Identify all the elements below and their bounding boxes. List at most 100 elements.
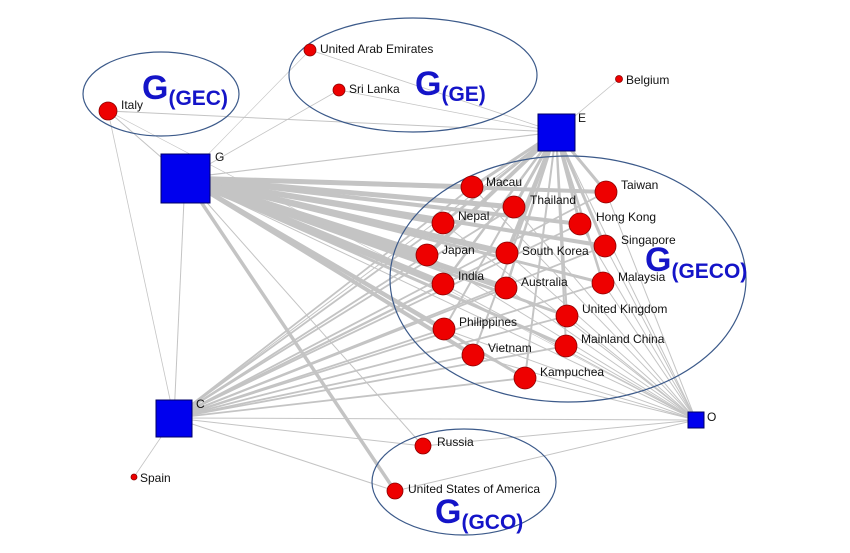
- country-philippines-node: [432, 317, 456, 341]
- edge-e-c: [173, 131, 557, 419]
- country-nepal-node: [431, 211, 455, 235]
- group-gec-outline: [82, 51, 240, 137]
- country-thailand-label: Thailand: [530, 193, 576, 207]
- country-vietnam-node: [461, 343, 485, 367]
- edge-c-india: [173, 283, 444, 419]
- edge-c-kampuchea: [173, 377, 526, 419]
- country-srilanka-node: [332, 83, 346, 97]
- country-uk-node: [555, 304, 579, 328]
- edge-g-e: [184, 131, 557, 179]
- country-australia-node: [494, 276, 518, 300]
- country-taiwan-label: Taiwan: [621, 178, 658, 192]
- edge-o-philippines: [443, 328, 697, 421]
- edge-e-philippines: [443, 131, 557, 330]
- edge-e-japan: [425, 130, 558, 257]
- group-label-layer: G(GEC) G(GE) G(GECO) G(GCO): [142, 65, 747, 534]
- group-geco-label: G(GECO): [645, 241, 747, 283]
- country-nepal-label: Nepal: [458, 209, 489, 223]
- country-spain-label: Spain: [140, 471, 171, 485]
- edge-c-japan: [173, 254, 428, 419]
- edge-c-philippines: [173, 328, 445, 419]
- country-india-node: [431, 272, 455, 296]
- country-kampuchea-label: Kampuchea: [540, 365, 604, 379]
- edge-g-o: [184, 177, 697, 421]
- node-layer: G E C O United Arab Emirates Sri Lanka I…: [98, 42, 716, 500]
- edge-o-malaysia: [602, 282, 697, 421]
- edge-g-c: [173, 177, 186, 419]
- edge-c-malaysia: [173, 282, 604, 419]
- country-russia-label: Russia: [437, 435, 474, 449]
- group-gco-label: G(GCO): [435, 493, 523, 534]
- edge-c-macau: [173, 186, 473, 419]
- country-srilanka-label: Sri Lanka: [349, 82, 400, 96]
- country-usa-label: United States of America: [408, 482, 540, 496]
- country-malaysia-label: Malaysia: [618, 270, 666, 284]
- edge-o-macau: [471, 186, 697, 421]
- group-outline-layer: [82, 17, 747, 536]
- country-taiwan-node: [594, 180, 618, 204]
- edge-g-russia: [184, 177, 424, 447]
- country-singapore-node: [593, 234, 617, 258]
- country-italy-node: [98, 101, 118, 121]
- country-macau-node: [460, 175, 484, 199]
- hub-o-node: [687, 411, 705, 429]
- edge-e-uae: [309, 49, 557, 133]
- edge-o-usa: [394, 419, 697, 492]
- country-southkorea-label: South Korea: [522, 244, 589, 258]
- edge-e-malaysia: [554, 131, 605, 284]
- country-uk-label: United Kingdom: [582, 302, 667, 316]
- country-mainlandchina-label: Mainland China: [581, 332, 665, 346]
- group-ge-label: G(GE): [415, 65, 486, 106]
- country-macau-label: Macau: [486, 175, 522, 189]
- edge-e-vietnam: [472, 131, 557, 356]
- group-gec-label: G(GEC): [142, 69, 228, 110]
- country-india-label: India: [458, 269, 484, 283]
- edge-c-russia: [173, 417, 424, 447]
- country-vietnam-label: Vietnam: [488, 341, 532, 355]
- group-ge-outline: [288, 17, 538, 133]
- country-usa-node: [386, 482, 404, 500]
- country-japan-label: Japan: [442, 243, 475, 257]
- hub-c-node: [155, 399, 193, 438]
- country-belgium-label: Belgium: [626, 73, 669, 87]
- edge-c-o: [173, 417, 697, 421]
- edge-o-southkorea: [506, 252, 697, 421]
- edge-c-uk: [173, 315, 568, 419]
- country-hongkong-label: Hong Kong: [596, 210, 656, 224]
- country-kampuchea-node: [513, 366, 537, 390]
- edge-o-vietnam: [472, 354, 697, 421]
- edge-g-taiwan: [184, 176, 607, 194]
- hub-e-node: [537, 113, 576, 152]
- country-malaysia-node: [591, 271, 615, 295]
- hub-g-node: [160, 153, 211, 204]
- edge-o-singapore: [604, 245, 697, 421]
- country-australia-label: Australia: [521, 275, 568, 289]
- edge-o-thailand: [513, 206, 697, 421]
- country-hongkong-node: [568, 212, 592, 236]
- group-geco-outline: [389, 155, 747, 403]
- edge-o-mainlandchina: [565, 345, 697, 421]
- edge-e-italy: [107, 110, 557, 133]
- country-italy-label: Italy: [121, 98, 143, 112]
- country-thailand-node: [502, 195, 526, 219]
- country-japan-node: [415, 243, 439, 267]
- edge-g-malaysia: [184, 176, 604, 285]
- group-gco-outline: [371, 428, 557, 536]
- edge-o-taiwan: [605, 191, 697, 421]
- country-mainlandchina-node: [554, 334, 578, 358]
- country-uae-node: [303, 43, 317, 57]
- country-philippines-label: Philippines: [459, 315, 517, 329]
- edge-e-srilanka: [338, 89, 557, 133]
- edge-e-nepal: [442, 131, 557, 224]
- country-belgium-node: [615, 75, 623, 83]
- edge-e-kampuchea: [524, 131, 557, 379]
- edge-c-usa: [173, 417, 396, 492]
- edge-o-australia: [505, 287, 697, 421]
- country-southkorea-node: [495, 241, 519, 265]
- hub-o-label: O: [707, 410, 716, 424]
- edge-srilanka-g: [184, 89, 340, 179]
- hub-e-label: E: [578, 111, 586, 125]
- country-spain-node: [130, 473, 138, 481]
- edge-c-italy: [107, 110, 175, 419]
